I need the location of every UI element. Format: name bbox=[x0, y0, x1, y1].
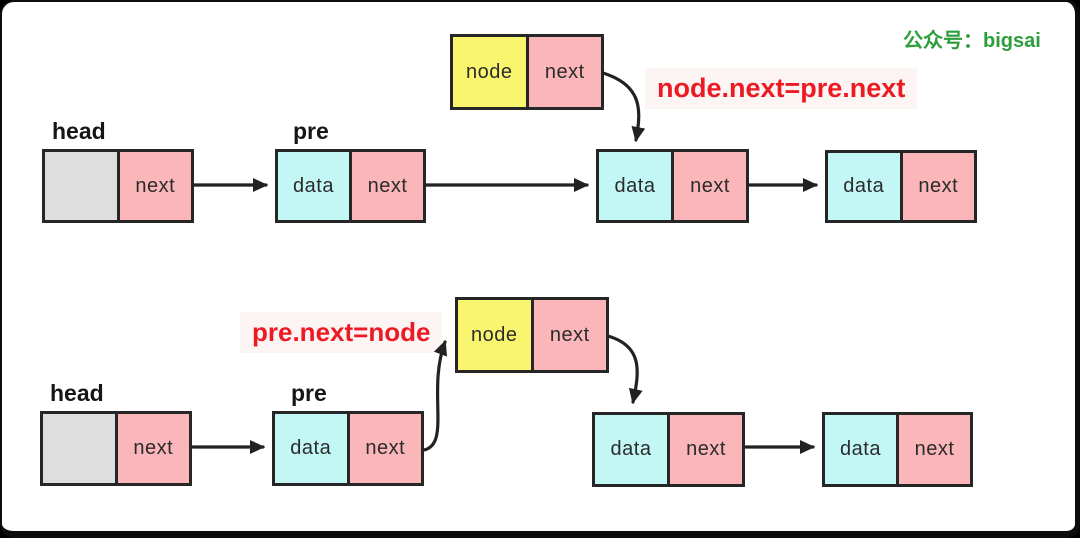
arrow-newnode-next-to-node3-row2 bbox=[606, 334, 643, 404]
head-next-text: next bbox=[133, 437, 174, 459]
head-box-row1: next bbox=[42, 149, 194, 223]
head-next-text: next bbox=[135, 174, 176, 197]
next-cell: next bbox=[667, 415, 742, 484]
pre-data-cell: data bbox=[278, 152, 349, 220]
pre-label-row1: pre bbox=[293, 118, 329, 144]
head-next-cell: next bbox=[116, 152, 191, 220]
formula-pre-next-assignment: pre.next=node bbox=[240, 312, 443, 353]
head-next-cell: next bbox=[114, 414, 189, 483]
pre-next-cell: next bbox=[349, 152, 423, 220]
head-box-row2: next bbox=[40, 411, 192, 486]
head-label-row1: head bbox=[52, 118, 106, 144]
node-next-cell: next bbox=[525, 37, 601, 107]
head-label-row2: head bbox=[50, 380, 104, 406]
pre-next-text: next bbox=[367, 174, 408, 197]
node-data-cell: node bbox=[453, 37, 526, 107]
next-cell: next bbox=[899, 153, 974, 220]
data-cell: data bbox=[599, 152, 671, 220]
pre-box-row2: data next bbox=[272, 411, 424, 486]
next-text: next bbox=[918, 175, 959, 197]
next-cell: next bbox=[896, 415, 970, 484]
pre-next-text: next bbox=[365, 437, 406, 459]
node-next-cell: next bbox=[530, 300, 606, 370]
data-text: data bbox=[614, 174, 656, 197]
pre-data-cell: data bbox=[275, 414, 347, 483]
list-node-4-row2: data next bbox=[822, 412, 973, 487]
list-node-3-row2: data next bbox=[592, 412, 745, 487]
watermark-text: 公众号：bigsai bbox=[903, 30, 1041, 52]
arrow-newnode-next-to-node3-row1 bbox=[601, 71, 646, 142]
pre-box-row1: data next bbox=[275, 149, 426, 223]
data-cell: data bbox=[825, 415, 896, 484]
node-next-text: next bbox=[544, 60, 585, 83]
pre-next-cell: next bbox=[346, 414, 421, 483]
next-text: next bbox=[914, 438, 955, 460]
list-node-3-row1: data next bbox=[596, 149, 749, 223]
node-data-cell: node bbox=[458, 300, 531, 370]
data-cell: data bbox=[595, 415, 667, 484]
pre-data-text: data bbox=[290, 437, 332, 459]
node-next-text: next bbox=[549, 323, 590, 346]
arrow-pre-next-to-newnode-row2 bbox=[422, 340, 448, 452]
list-node-4-row1: data next bbox=[825, 150, 977, 223]
data-cell: data bbox=[828, 153, 900, 220]
data-text: data bbox=[610, 438, 652, 460]
next-text: next bbox=[690, 174, 730, 197]
data-text: data bbox=[843, 175, 885, 197]
node-data-text: node bbox=[466, 60, 513, 83]
head-data-cell bbox=[45, 152, 117, 220]
head-data-cell bbox=[43, 414, 115, 483]
pre-data-text: data bbox=[293, 174, 334, 197]
data-text: data bbox=[840, 438, 881, 460]
next-cell: next bbox=[671, 152, 746, 220]
node-data-text: node bbox=[471, 323, 518, 346]
formula-node-next-assignment: node.next=pre.next bbox=[645, 68, 918, 109]
new-node-box-row1: node next bbox=[450, 34, 604, 110]
pre-label-row2: pre bbox=[291, 380, 327, 406]
next-text: next bbox=[686, 438, 726, 460]
new-node-box-row2: node next bbox=[455, 297, 609, 373]
